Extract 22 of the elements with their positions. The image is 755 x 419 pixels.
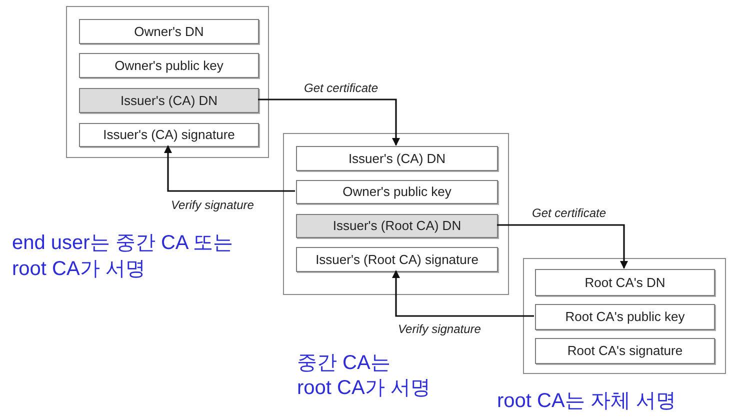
- arrow: [258, 98, 400, 146]
- highlighted-field-box: Issuer's (Root CA) DN: [296, 214, 498, 238]
- field-box: Root CA's signature: [535, 338, 715, 364]
- certificate-panel: [283, 133, 509, 295]
- highlighted-field-box: Issuer's (CA) DN: [79, 88, 259, 113]
- annotation-text: end user는 중간 CA 또는 root CA가 서명: [12, 231, 234, 282]
- field-box: Root CA's DN: [535, 269, 715, 296]
- field-box: Issuer's (Root CA) signature: [296, 247, 498, 272]
- annotation-text: root CA는 자체 서명: [497, 389, 677, 414]
- field-box: Owner's public key: [79, 53, 259, 78]
- field-box: Issuer's (CA) signature: [79, 123, 259, 147]
- field-box: Owner's DN: [79, 19, 259, 44]
- arrow: [164, 145, 295, 192]
- certificate-panel: [523, 258, 726, 374]
- annotation-text: root CA가 서명: [297, 376, 432, 401]
- certificate-panel: [66, 6, 269, 158]
- field-box: Issuer's (CA) DN: [296, 146, 498, 171]
- field-box: Root CA's public key: [535, 304, 715, 330]
- annotation-text: 중간 CA는: [297, 351, 392, 376]
- arrow: [392, 270, 534, 317]
- arrow: [497, 224, 628, 269]
- field-box: Owner's public key: [296, 180, 498, 204]
